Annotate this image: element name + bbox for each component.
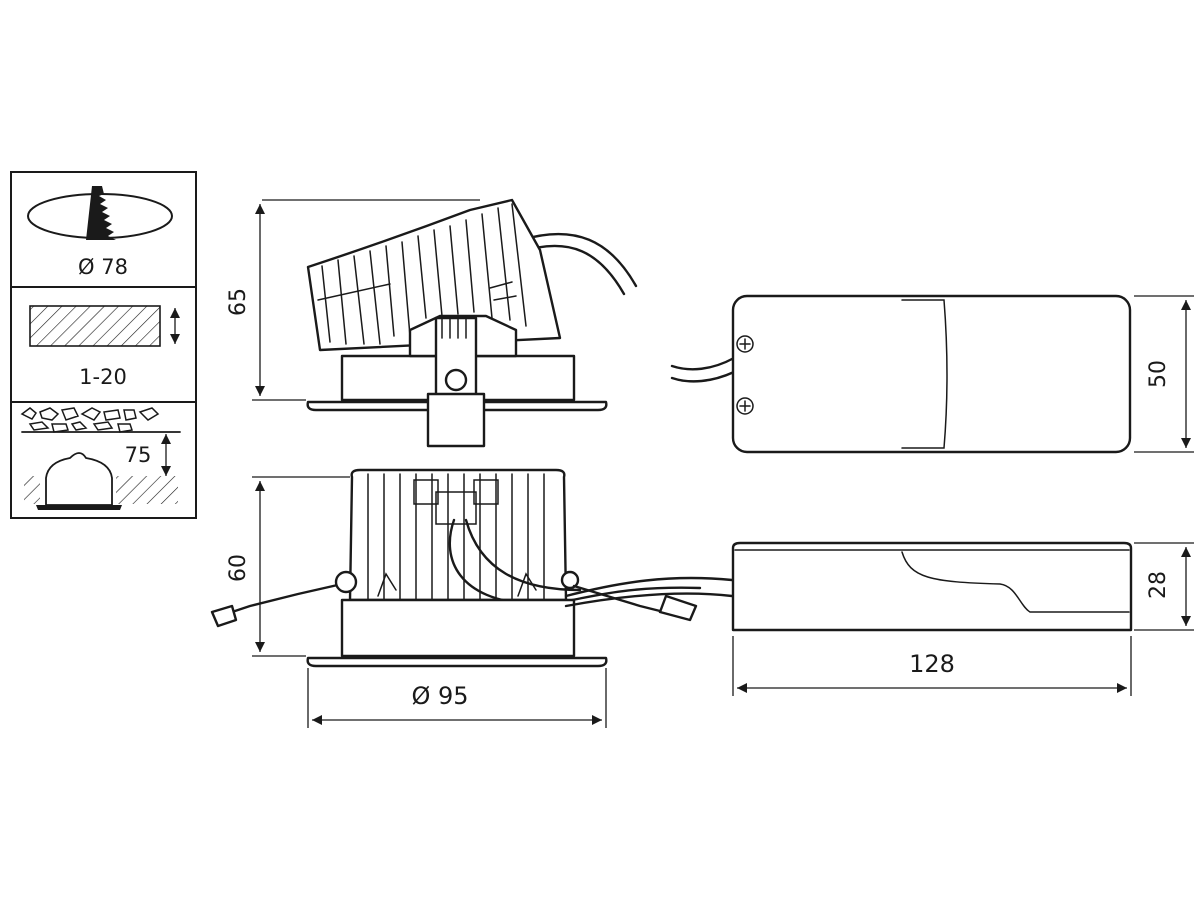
diameter-label: Ø 95: [411, 682, 468, 710]
cutout-saw-icon: [27, 186, 173, 240]
height-label: 60: [226, 554, 251, 582]
driver-height-label: 28: [1146, 571, 1171, 599]
driver-top-view: [670, 294, 1194, 454]
installation-panel: Ø 78 1-20 75: [10, 171, 197, 519]
cutout-diameter-label: Ø 78: [78, 255, 128, 279]
driver-side-view: [731, 541, 1194, 696]
luminaire-tilted-view: [252, 198, 638, 448]
ceiling-slab-icon: [29, 305, 180, 347]
tilted-height-label: 65: [226, 288, 251, 316]
ceiling-thickness-label: 1-20: [79, 365, 127, 389]
luminaire-side-view: [210, 468, 734, 728]
driver-width-label: 50: [1146, 360, 1171, 388]
driver-length-label: 128: [909, 650, 955, 678]
recess-depth-label: 75: [125, 443, 152, 467]
terminal-screw-icon: [736, 397, 754, 415]
terminal-screw-icon: [736, 335, 754, 353]
recess-depth-icon: [20, 407, 181, 510]
